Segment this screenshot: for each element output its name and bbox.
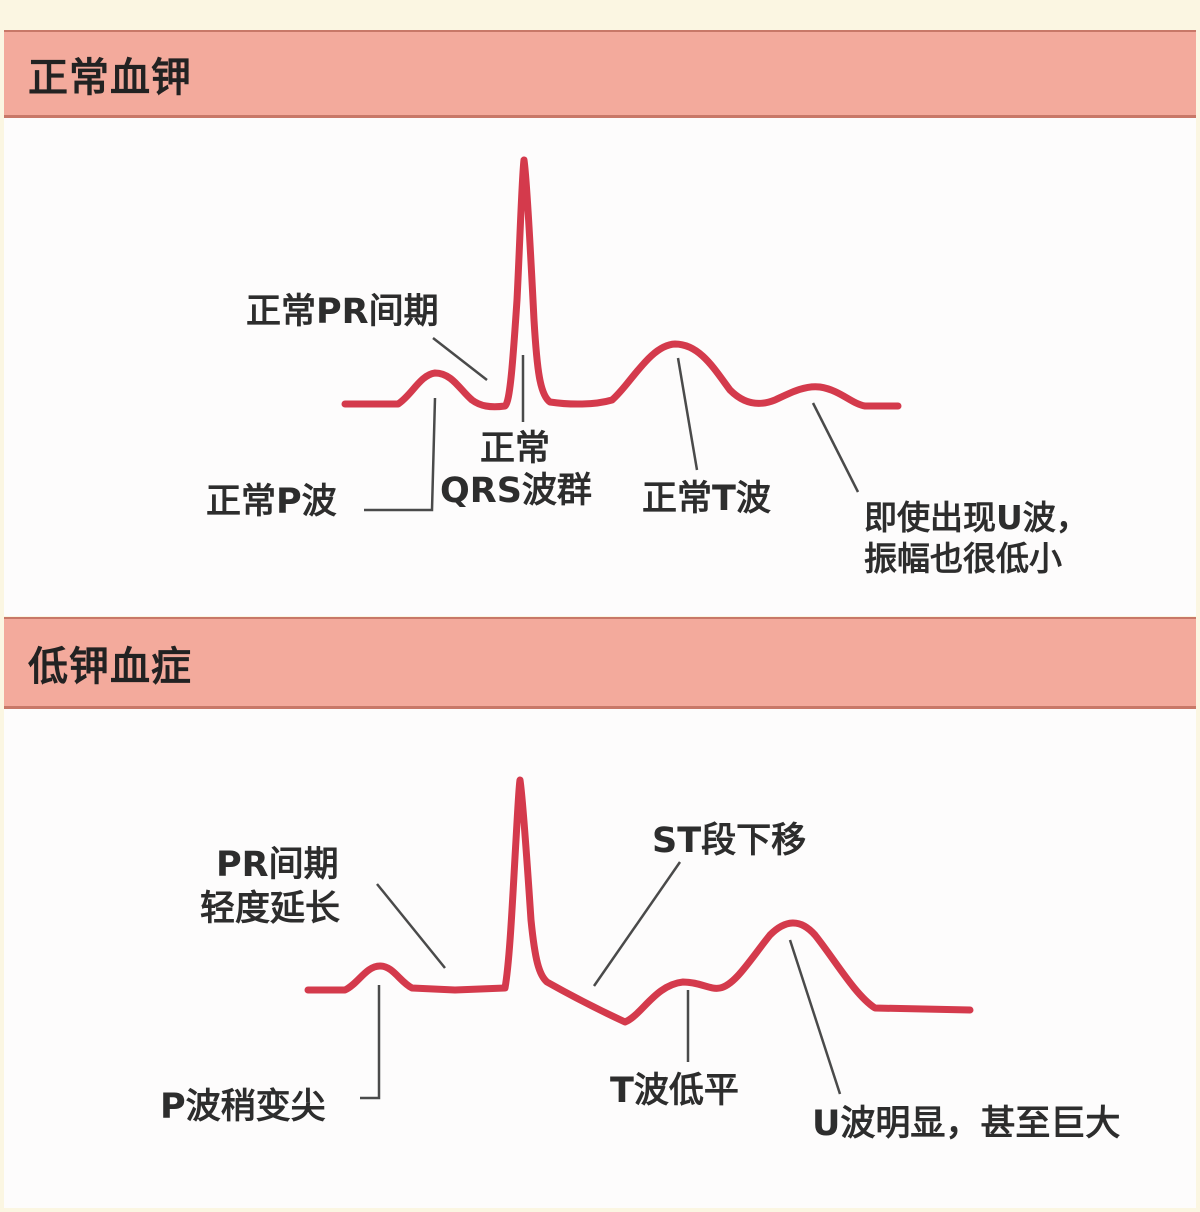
label-normal-u-line1: 即使出现U波， — [864, 498, 1089, 537]
label-hypo-pr-line2: 轻度延长 — [200, 889, 340, 929]
leader-hypo-st — [592, 861, 682, 987]
label-hypo-st: ST段下移 — [652, 820, 806, 861]
leader-normal-p — [364, 397, 437, 512]
label-normal-qrs-line2: QRS波群 — [440, 471, 592, 511]
leader-hypo-u — [788, 939, 842, 1095]
leader-normal-u — [811, 402, 860, 493]
leader-normal-pr — [432, 337, 488, 381]
section-header-hypokalemia: 低钾血症 — [4, 617, 1196, 709]
label-hypo-t: T波低平 — [610, 1071, 739, 1111]
section-header-normal-potassium: 正常血钾 — [4, 30, 1196, 118]
label-normal-t: 正常T波 — [642, 479, 771, 519]
section-title-hypokalemia: 低钾血症 — [28, 643, 192, 690]
panel-normal-ecg — [4, 118, 1196, 616]
label-hypo-pr-line1: PR间期 — [216, 845, 339, 885]
label-hypo-u: U波明显，甚至巨大 — [812, 1104, 1120, 1144]
label-normal-qrs-line1: 正常 — [480, 429, 550, 469]
ecg-trace-hypokalemia — [304, 776, 974, 1026]
leader-hypo-p — [360, 985, 381, 1100]
leader-normal-t — [676, 357, 699, 471]
ecg-trace-normal — [341, 156, 902, 411]
label-normal-p: 正常P波 — [206, 482, 337, 522]
label-hypo-p: P波稍变尖 — [160, 1087, 326, 1127]
panel-hypokalemia-ecg — [4, 709, 1196, 1208]
leader-hypo-pr — [376, 883, 446, 969]
section-title-normal-potassium: 正常血钾 — [28, 54, 192, 101]
label-normal-pr: 正常PR间期 — [246, 292, 439, 332]
label-normal-u-line2: 振幅也很低小 — [864, 539, 1062, 578]
